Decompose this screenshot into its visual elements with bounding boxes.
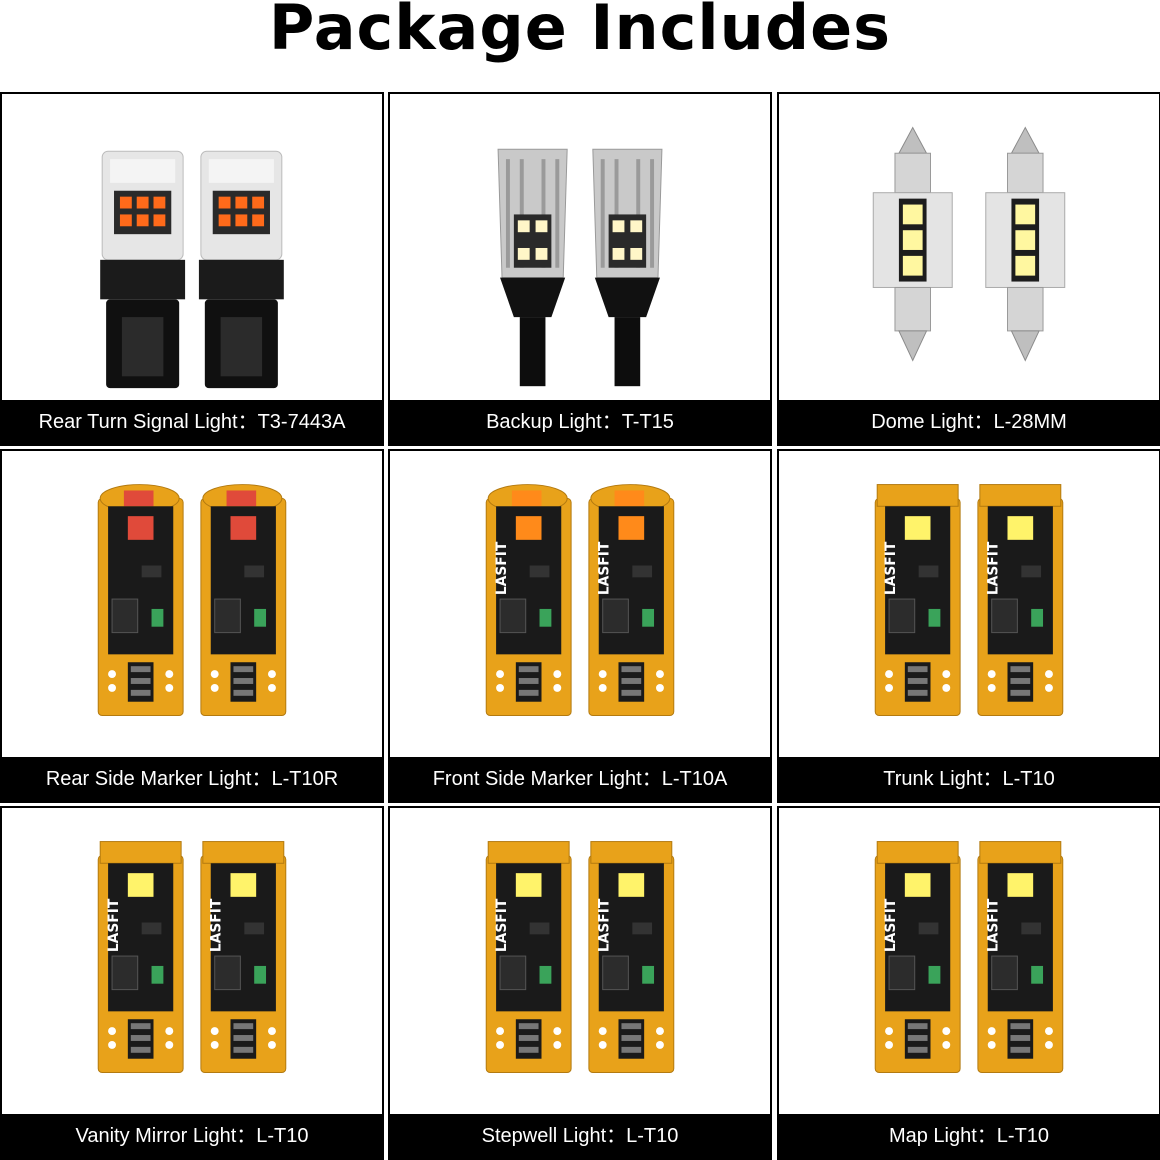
product-image: LASFIT LASFIT bbox=[390, 808, 770, 1114]
product-card: LASFIT LASFIT Trunk Light：L-T10 bbox=[777, 449, 1160, 803]
svg-text:LASFIT: LASFIT bbox=[986, 898, 1002, 952]
product-image: LASFIT LASFIT bbox=[779, 808, 1159, 1114]
product-image: LASFIT LASFIT bbox=[390, 451, 770, 757]
bulb-pair-image: LASFIT LASFIT bbox=[97, 841, 287, 1074]
product-card: LASFIT LASFIT Map Light：L-T10 bbox=[777, 806, 1160, 1160]
product-caption: Dome Light：L-28MM bbox=[779, 400, 1159, 444]
product-caption: Map Light：L-T10 bbox=[779, 1114, 1159, 1158]
product-image bbox=[2, 451, 382, 757]
product-caption: Vanity Mirror Light：L-T10 bbox=[2, 1114, 382, 1158]
svg-text:LASFIT: LASFIT bbox=[209, 898, 225, 952]
svg-text:LASFIT: LASFIT bbox=[494, 898, 510, 952]
bulb-pair-image: LASFIT LASFIT bbox=[485, 841, 675, 1074]
product-caption: Rear Turn Signal Light：T3-7443A bbox=[2, 400, 382, 444]
bulb-pair-image: LASFIT LASFIT bbox=[874, 841, 1064, 1074]
product-image bbox=[2, 94, 382, 400]
bulb-pair-image: LASFIT LASFIT bbox=[485, 484, 675, 717]
product-card: LASFIT LASFIT Vanity Mirror Light：L-T10 bbox=[0, 806, 384, 1160]
product-caption: Trunk Light：L-T10 bbox=[779, 757, 1159, 801]
product-card: LASFIT LASFIT Stepwell Light：L-T10 bbox=[388, 806, 772, 1160]
product-caption: Backup Light：T-T15 bbox=[390, 400, 770, 444]
bulb-pair-image bbox=[872, 126, 1066, 362]
product-card: Dome Light：L-28MM bbox=[777, 92, 1160, 446]
bulb-pair-image bbox=[97, 484, 287, 717]
bulb-pair-image: LASFIT LASFIT bbox=[874, 484, 1064, 717]
product-card: Rear Turn Signal Light：T3-7443A bbox=[0, 92, 384, 446]
page-title: Package Includes bbox=[268, 0, 892, 64]
product-image: LASFIT LASFIT bbox=[779, 451, 1159, 757]
product-card: LASFIT LASFIT Front Side Marker Light：L-… bbox=[388, 449, 772, 803]
product-image: LASFIT LASFIT bbox=[2, 808, 382, 1114]
product-card: Backup Light：T-T15 bbox=[388, 92, 772, 446]
svg-text:LASFIT: LASFIT bbox=[597, 898, 613, 952]
product-image bbox=[390, 94, 770, 400]
product-card: Rear Side Marker Light：L-T10R bbox=[0, 449, 384, 803]
product-image bbox=[779, 94, 1159, 400]
bulb-pair-image bbox=[497, 148, 663, 387]
product-caption: Rear Side Marker Light：L-T10R bbox=[2, 757, 382, 801]
svg-text:LASFIT: LASFIT bbox=[883, 898, 899, 952]
svg-text:LASFIT: LASFIT bbox=[883, 541, 899, 595]
bulb-pair-image bbox=[100, 150, 284, 389]
svg-text:LASFIT: LASFIT bbox=[986, 541, 1002, 595]
svg-text:LASFIT: LASFIT bbox=[597, 541, 613, 595]
product-caption: Stepwell Light：L-T10 bbox=[390, 1114, 770, 1158]
product-caption: Front Side Marker Light：L-T10A bbox=[390, 757, 770, 801]
svg-text:LASFIT: LASFIT bbox=[494, 541, 510, 595]
svg-text:LASFIT: LASFIT bbox=[106, 898, 122, 952]
